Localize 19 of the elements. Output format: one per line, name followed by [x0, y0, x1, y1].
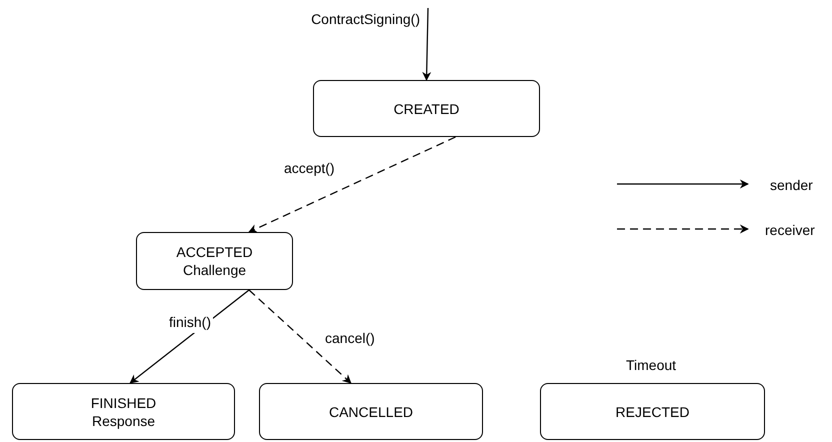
state-name: REJECTED: [616, 402, 690, 420]
state-name: FINISHED: [90, 394, 156, 412]
state-name: ContractSigning(): [311, 10, 420, 29]
state-box: [136, 232, 293, 290]
state-box: [313, 80, 540, 137]
state-subtitle: Response: [92, 412, 156, 430]
state-box: [12, 383, 235, 440]
state-name: CREATED: [394, 100, 460, 118]
state-name: CANCELLED: [328, 402, 414, 420]
arrow: [248, 136, 456, 233]
arrow: [422, 8, 432, 81]
arrow: [248, 290, 352, 384]
state-box: [540, 383, 765, 440]
state-subtitle: Challenge: [182, 261, 246, 279]
legend-label: receiver: [765, 221, 815, 240]
legend-label: sender: [770, 176, 813, 195]
state-box: [259, 383, 483, 440]
state-name: ACCEPTED: [176, 243, 253, 261]
state-note: Timeout: [626, 356, 676, 375]
